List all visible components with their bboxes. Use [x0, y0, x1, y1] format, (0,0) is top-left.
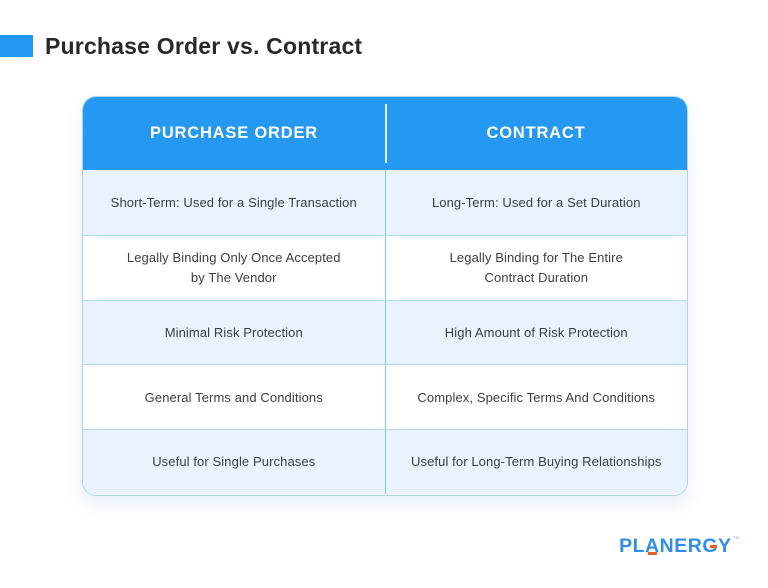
cell-contract: High Amount of Risk Protection: [384, 300, 688, 365]
cell-contract: Useful for Long-Term Buying Relationship…: [384, 430, 688, 494]
title-bar: Purchase Order vs. Contract: [0, 34, 362, 58]
table-row: Short-Term: Used for a Single Transactio…: [83, 170, 687, 235]
page-title: Purchase Order vs. Contract: [45, 33, 363, 59]
planergy-logo: PLANERGY™: [619, 535, 740, 557]
cell-contract: Long-Term: Used for a Set Duration: [384, 170, 688, 235]
cell-contract: Complex, Specific Terms And Conditions: [384, 365, 688, 430]
cell-purchase-order: Useful for Single Purchases: [152, 454, 316, 470]
cell-purchase-order: Short-Term: Used for a Single Transactio…: [110, 194, 357, 210]
table-body: Short-Term: Used for a Single Transactio…: [83, 170, 687, 494]
logo-text-part: PL: [619, 535, 646, 557]
title-accent-bar: [0, 35, 33, 57]
table-row: Legally Binding Only Once Accepted by Th…: [83, 234, 688, 300]
column-header-purchase-order: PURCHASE ORDER: [150, 124, 318, 142]
cell-purchase-order: Minimal Risk Protection: [164, 324, 303, 340]
trademark-symbol: ™: [732, 536, 740, 543]
table-row: Minimal Risk Protection High Amount of R…: [83, 299, 688, 365]
cell-contract: Legally Binding for The Entire Contract …: [384, 235, 688, 300]
header-column-divider: [385, 104, 387, 163]
logo-letter-g-accent: G: [702, 535, 718, 557]
logo-letter-a-accent: A: [645, 535, 660, 557]
logo-text-part: Y: [717, 535, 732, 557]
table-row: General Terms and Conditions Complex, Sp…: [83, 364, 688, 430]
cell-purchase-order: Legally Binding Only Once Accepted by Th…: [126, 250, 341, 285]
comparison-table: PURCHASE ORDER CONTRACT Short-Term: Used…: [82, 96, 688, 496]
column-header-contract: CONTRACT: [486, 124, 586, 142]
cell-purchase-order: General Terms and Conditions: [144, 389, 323, 405]
table-row: Useful for Single Purchases Useful for L…: [83, 429, 687, 494]
brand-footer: PLANERGY™: [619, 535, 740, 558]
logo-text-part: NER: [659, 535, 703, 557]
table-header: PURCHASE ORDER CONTRACT: [83, 97, 687, 170]
